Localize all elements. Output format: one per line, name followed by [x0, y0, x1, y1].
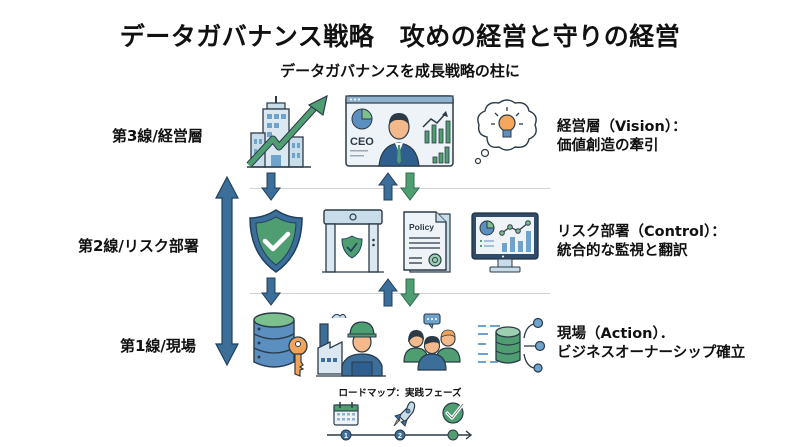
tier-description-executive: 経営層（Vision）： 価値創造の牽引: [557, 118, 687, 156]
description-detail: 統合的な監視と翻訳: [557, 243, 688, 259]
team-chat-icon: [403, 313, 461, 371]
description-title: 経営層（Vision）：: [557, 119, 687, 135]
description-detail: ビジネスオーナーシップ確立: [557, 345, 746, 361]
timeline-arrowhead-icon: [465, 430, 473, 440]
roadmap-step-3: [447, 429, 459, 441]
roadmap-step-2: 2: [394, 429, 406, 441]
vertical-double-arrow-icon: [215, 175, 239, 367]
step-number: 1: [344, 433, 348, 440]
up-arrow-icon: [378, 278, 398, 307]
page-title: データガバナンス戦略 攻めの経営と守りの経営: [119, 22, 681, 51]
ceo-label: CEO: [350, 136, 374, 148]
down-arrow-icon: [400, 172, 420, 201]
ceo-dashboard-icon: CEO: [345, 95, 454, 167]
description-title: 現場（Action）．: [557, 326, 675, 342]
policy-label: Policy: [409, 222, 434, 232]
data-flow-icon: [478, 317, 546, 373]
tier-description-risk: リスク部署（Control）： 統合的な監視と翻訳: [557, 223, 726, 261]
step-number: 2: [398, 433, 402, 440]
policy-document-icon: Policy: [403, 211, 451, 273]
security-gate-icon: [322, 209, 384, 273]
page-subtitle: データガバナンスを成長戦略の柱に: [280, 62, 520, 80]
building-growth-icon: [246, 94, 328, 168]
tier-label-executive: 第3線/経営層: [112, 127, 203, 145]
down-arrow-icon: [400, 278, 420, 307]
database-key-icon: [253, 312, 308, 377]
idea-bulb-icon: [474, 99, 537, 165]
roadmap-title: ロードマップ：実践フェーズ: [338, 388, 462, 399]
tier-label-risk: 第2線/リスク部署: [78, 237, 199, 255]
tier-divider: [250, 188, 550, 189]
down-arrow-icon: [261, 172, 281, 201]
factory-worker-icon: [316, 313, 386, 377]
roadmap-timeline: 1 2: [327, 401, 473, 441]
tier-description-field: 現場（Action）． ビジネスオーナーシップ確立: [557, 325, 745, 363]
description-detail: 価値創造の牽引: [557, 138, 659, 154]
security-shield-icon: [249, 209, 303, 273]
calendar-icon: [333, 402, 359, 426]
down-arrow-icon: [261, 277, 281, 306]
description-title: リスク部署（Control）：: [557, 224, 726, 240]
analytics-monitor-icon: [471, 212, 539, 273]
rocket-icon: [393, 401, 416, 427]
up-arrow-icon: [378, 172, 398, 201]
tier-label-field: 第1線/現場: [120, 337, 196, 355]
roadmap-step-1: 1: [340, 429, 352, 441]
check-circle-icon: [442, 402, 465, 424]
